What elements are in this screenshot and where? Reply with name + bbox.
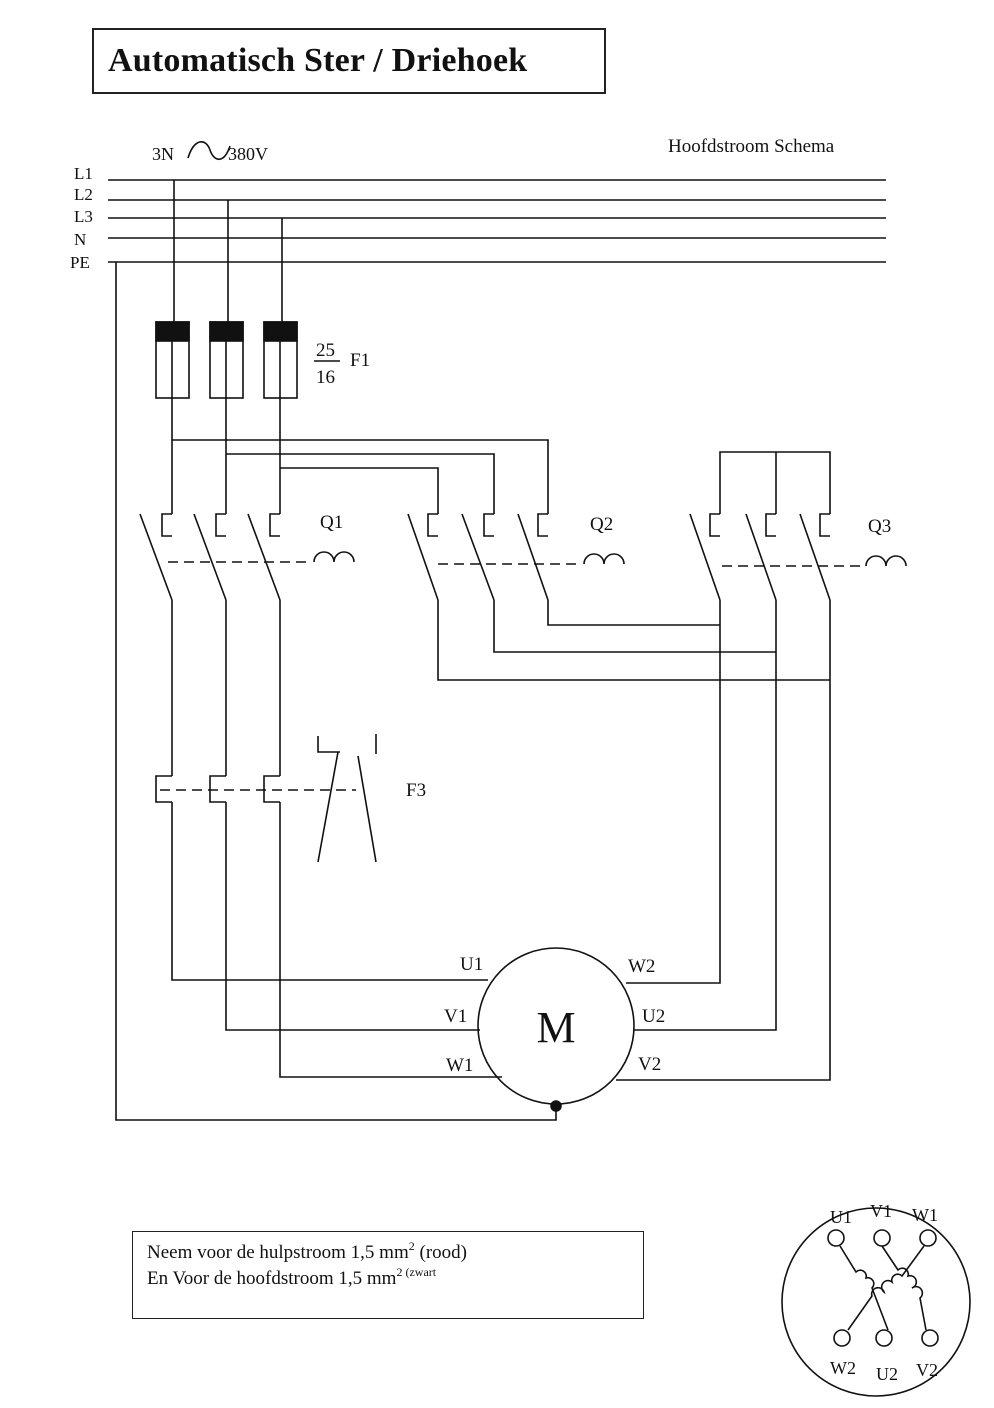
voltage-text: 380V: [228, 144, 268, 164]
q1-coil-icon: [313, 551, 355, 563]
ac-sine-icon: [187, 141, 231, 161]
motor-terminal-w2: W2: [628, 956, 655, 977]
wire-pe: [115, 262, 557, 1121]
winding-w: [847, 1245, 925, 1331]
terminal-label-v1: V1: [870, 1201, 892, 1221]
wire-w2: [626, 600, 721, 984]
terminal-label-u1: U1: [830, 1207, 852, 1227]
bus-label-l1: L1: [74, 164, 93, 183]
wire-w1: [279, 802, 502, 1078]
terminal-label-v2: V2: [916, 1360, 938, 1380]
note-line-2-text: En Voor de hoofdstroom 1,5 mm: [147, 1268, 397, 1289]
motor-terminal-u2: U2: [642, 1006, 665, 1027]
title-box: Automatisch Ster / Driehoek: [92, 28, 606, 94]
note-line-2-superscript: 2 (zwart: [396, 1265, 437, 1279]
q2-out-2: [493, 600, 776, 653]
contactor-q2: [407, 513, 625, 601]
terminal-v1: [873, 1229, 891, 1247]
fuse-f1-3: [263, 321, 298, 399]
winding-v: [881, 1245, 927, 1331]
schema-title: Hoofdstroom Schema: [668, 136, 835, 157]
terminal-w1: [919, 1229, 937, 1247]
q2-feed-l1: [172, 439, 549, 514]
pe-connection-dot: [550, 1100, 562, 1112]
winding-u: [839, 1245, 889, 1331]
wire-v1: [225, 802, 480, 1031]
note-line-1-text: Neem voor de hulpstroom 1,5 mm: [147, 1242, 409, 1263]
supply-label: 3N 380V: [152, 144, 268, 164]
q2-feed-l3: [280, 467, 439, 514]
q2-out-3: [437, 600, 830, 681]
terminal-box: [781, 1207, 971, 1397]
overload-relay-f3: [155, 734, 377, 863]
contactor-q1: [139, 513, 355, 601]
contactor-q3: [689, 513, 907, 601]
motor-label: M: [536, 1003, 575, 1052]
page-title: Automatisch Ster / Driehoek: [108, 42, 528, 79]
note-line-2: En Voor de hoofdstroom 1,5 mm2 (zwart: [147, 1265, 437, 1293]
terminal-w2: [833, 1329, 851, 1347]
note-line-1: Neem voor de hulpstroom 1,5 mm2 (rood): [147, 1239, 467, 1267]
bus-label-n: N: [74, 230, 86, 249]
q3-star-bridge: [719, 451, 831, 514]
motor-terminal-v1: V1: [444, 1006, 467, 1027]
motor-terminal-u1: U1: [460, 954, 483, 975]
terminal-u1: [827, 1229, 845, 1247]
q2-out-1: [547, 600, 720, 626]
contactor-q3-label: Q3: [868, 516, 891, 537]
terminal-label-w2: W2: [830, 1358, 856, 1378]
bus-label-l2: L2: [74, 185, 93, 204]
wire-v2: [616, 600, 831, 1081]
note-line-1-color: (rood): [419, 1242, 467, 1263]
bus-label-pe: PE: [70, 253, 90, 272]
motor-terminal-w1: W1: [446, 1055, 473, 1076]
contactor-q2-label: Q2: [590, 514, 613, 535]
terminal-u2: [875, 1329, 893, 1347]
terminal-label-w1: W1: [912, 1205, 938, 1225]
overload-label: F3: [406, 780, 426, 801]
supply-text: 3N: [152, 144, 174, 164]
fuse-f1-2: [209, 321, 244, 399]
terminal-label-u2: U2: [876, 1364, 898, 1384]
q2-coil-icon: [583, 553, 625, 565]
fuse-rating-top: 25: [316, 340, 335, 361]
fuse-rating-bottom: 16: [316, 367, 335, 388]
wire-u2: [634, 600, 777, 1031]
contactor-q1-label: Q1: [320, 512, 343, 533]
wire-u1: [171, 802, 488, 981]
fuse-f1-1: [155, 321, 190, 399]
q3-coil-icon: [865, 555, 907, 567]
fuse-label: F1: [350, 350, 370, 371]
q2-feed-l2: [226, 453, 495, 514]
motor-terminal-v2: V2: [638, 1054, 661, 1075]
wiring-note-box: Neem voor de hulpstroom 1,5 mm2 (rood) E…: [132, 1231, 644, 1319]
note-line-1-superscript: 2: [408, 1239, 415, 1253]
terminal-v2: [921, 1329, 939, 1347]
bus-label-l3: L3: [74, 207, 93, 226]
